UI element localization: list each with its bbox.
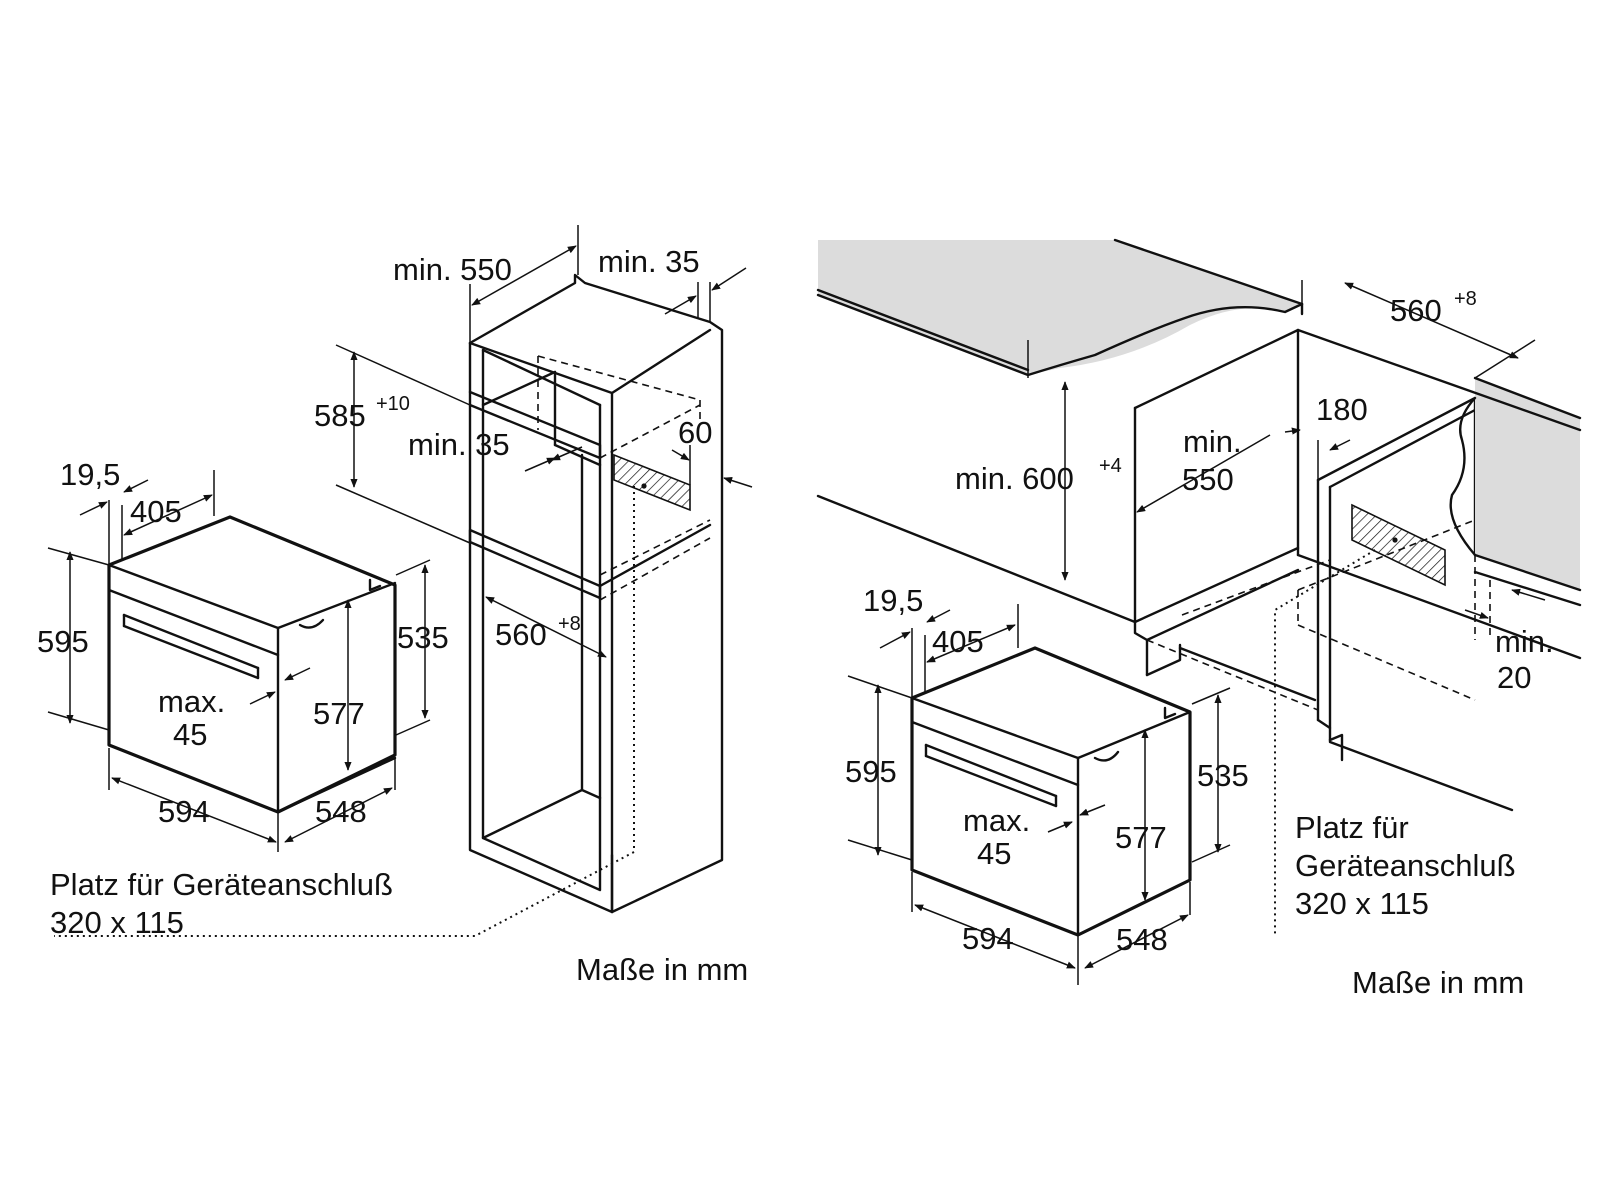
left-oven-dimensions bbox=[47, 470, 431, 852]
right-base-cabinet bbox=[816, 328, 1582, 935]
left-dim-585-tolerance: +10 bbox=[376, 393, 410, 415]
left-cabinet-dimensions bbox=[335, 225, 753, 658]
left-oven-dim-45: 45 bbox=[173, 717, 207, 752]
left-oven-dim-577: 577 bbox=[313, 696, 365, 731]
left-dim-min-35-mid: min. 35 bbox=[408, 427, 510, 462]
left-oven-dim-595: 595 bbox=[37, 624, 89, 659]
right-dim-180: 180 bbox=[1316, 392, 1368, 427]
right-dim-min-550-label: min. bbox=[1183, 424, 1242, 459]
left-oven-dim-548: 548 bbox=[315, 794, 367, 829]
right-dim-min-20-value: 20 bbox=[1497, 660, 1531, 695]
left-dim-min-550: min. 550 bbox=[393, 252, 512, 287]
right-dim-min-600-tolerance: +4 bbox=[1099, 455, 1122, 477]
left-dim-585: 585 bbox=[314, 398, 366, 433]
left-dim-560-tolerance: +8 bbox=[558, 613, 581, 635]
left-units: Maße in mm bbox=[576, 952, 748, 987]
left-oven-dim-594: 594 bbox=[158, 794, 210, 829]
right-note-line3: 320 x 115 bbox=[1295, 886, 1429, 921]
left-note-line2: 320 x 115 bbox=[50, 905, 184, 940]
right-dim-560: 560 bbox=[1390, 293, 1442, 328]
right-units: Maße in mm bbox=[1352, 965, 1524, 1000]
right-oven-dim-548: 548 bbox=[1116, 922, 1168, 957]
right-oven-dimensions bbox=[847, 604, 1231, 985]
left-oven-dim-405: 405 bbox=[130, 494, 182, 529]
right-cabinet-dimensions bbox=[1027, 280, 1546, 619]
left-note-line1: Platz für Geräteanschluß bbox=[50, 867, 393, 902]
right-oven-dim-max: max. bbox=[963, 803, 1030, 838]
left-oven bbox=[107, 515, 397, 814]
left-dim-60: 60 bbox=[678, 415, 712, 450]
left-oven-dim-19-5: 19,5 bbox=[60, 457, 120, 492]
right-countertop bbox=[816, 238, 1304, 377]
right-dim-560-tolerance: +8 bbox=[1454, 288, 1477, 310]
left-oven-dim-max: max. bbox=[158, 684, 225, 719]
right-note-line2: Geräteanschluß bbox=[1295, 848, 1516, 883]
right-oven-dim-45: 45 bbox=[977, 836, 1011, 871]
right-oven-dim-595: 595 bbox=[845, 754, 897, 789]
right-oven-dim-577: 577 bbox=[1115, 820, 1167, 855]
right-oven-dim-19-5: 19,5 bbox=[863, 583, 923, 618]
right-oven-dim-535: 535 bbox=[1197, 758, 1249, 793]
left-dim-min-35-top: min. 35 bbox=[598, 244, 700, 279]
right-oven-dim-405: 405 bbox=[932, 624, 984, 659]
left-oven-dim-535: 535 bbox=[397, 620, 449, 655]
left-dim-560: 560 bbox=[495, 617, 547, 652]
right-dim-min-600: min. 600 bbox=[955, 461, 1074, 496]
right-oven-dim-594: 594 bbox=[962, 921, 1014, 956]
right-dim-min-20-label: min. bbox=[1495, 624, 1554, 659]
right-oven bbox=[910, 646, 1192, 937]
right-dim-min-550-value: 550 bbox=[1182, 462, 1234, 497]
right-note-line1: Platz für bbox=[1295, 810, 1409, 845]
